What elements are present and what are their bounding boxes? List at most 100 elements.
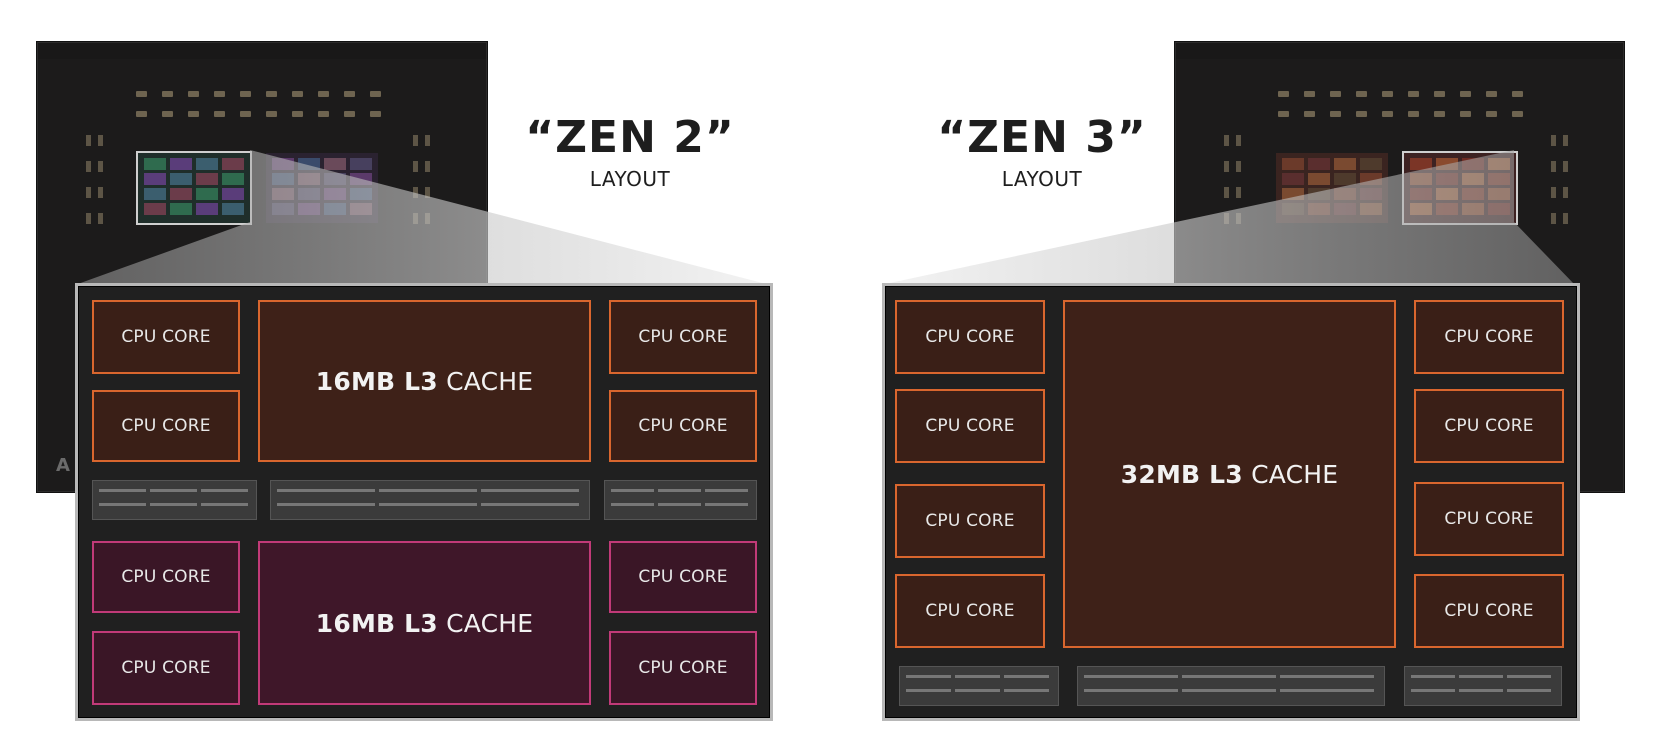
package-contact-pad bbox=[214, 111, 225, 117]
chiplet-core-texture bbox=[1360, 158, 1382, 170]
package-contact-pad bbox=[240, 91, 251, 97]
package-top-strip bbox=[38, 43, 486, 59]
package-capacitor bbox=[98, 161, 103, 172]
package-capacitor bbox=[1551, 161, 1556, 172]
cpu-core: CPU CORE bbox=[609, 390, 757, 462]
package-capacitor bbox=[1224, 187, 1229, 198]
package-contact-pad bbox=[370, 111, 381, 117]
chiplet-core-texture bbox=[1334, 173, 1356, 185]
chiplet-core-texture bbox=[1334, 158, 1356, 170]
io-texture-line bbox=[906, 675, 951, 678]
io-logic-block bbox=[604, 480, 757, 520]
cpu-core: CPU CORE bbox=[1414, 482, 1564, 556]
package-contact-pad bbox=[266, 91, 277, 97]
io-texture-line bbox=[1004, 675, 1049, 678]
io-texture-line bbox=[1182, 689, 1276, 692]
cpu-core-label: CPU CORE bbox=[925, 601, 1015, 621]
chiplet-core-texture bbox=[144, 188, 166, 200]
cpu-core-label: CPU CORE bbox=[638, 658, 728, 678]
io-texture-line bbox=[705, 489, 748, 492]
cpu-core: CPU CORE bbox=[895, 484, 1045, 558]
chiplet-core-texture bbox=[1282, 173, 1304, 185]
chiplet-core-texture bbox=[170, 188, 192, 200]
package-contact-pad bbox=[1330, 91, 1341, 97]
cpu-core-label: CPU CORE bbox=[1444, 327, 1534, 347]
package-capacitor bbox=[1236, 135, 1241, 146]
io-texture-line bbox=[906, 689, 951, 692]
cpu-core-label: CPU CORE bbox=[121, 416, 211, 436]
io-texture-line bbox=[1411, 675, 1455, 678]
package-logo-text: A bbox=[56, 455, 70, 476]
package-capacitor bbox=[1563, 187, 1568, 198]
cpu-core-label: CPU CORE bbox=[638, 416, 728, 436]
chiplet-core-texture bbox=[222, 203, 244, 215]
chiplet-core-texture bbox=[222, 158, 244, 170]
zen3-heading: “ZEN 3” LAYOUT bbox=[932, 112, 1152, 191]
package-contact-pad bbox=[1460, 111, 1471, 117]
chiplet-core-texture bbox=[324, 158, 346, 170]
package-contact-pad bbox=[1382, 91, 1393, 97]
l3-cache-label: 16MB L3 CACHE bbox=[315, 366, 534, 396]
cpu-core-label: CPU CORE bbox=[121, 327, 211, 347]
io-texture-line bbox=[150, 503, 197, 506]
package-capacitor bbox=[1236, 187, 1241, 198]
io-texture-line bbox=[955, 689, 1000, 692]
io-texture-line bbox=[1411, 689, 1455, 692]
io-texture-line bbox=[1507, 689, 1551, 692]
package-capacitor bbox=[86, 187, 91, 198]
cpu-core: CPU CORE bbox=[1414, 389, 1564, 463]
package-contact-pad bbox=[266, 111, 277, 117]
package-capacitor bbox=[1551, 187, 1556, 198]
cpu-core: CPU CORE bbox=[895, 574, 1045, 648]
zen2-highlighted-chiplet bbox=[136, 151, 252, 225]
io-texture-line bbox=[1280, 689, 1374, 692]
package-capacitor bbox=[1551, 135, 1556, 146]
package-contact-pad bbox=[1512, 111, 1523, 117]
cpu-core: CPU CORE bbox=[895, 389, 1045, 463]
package-contact-pad bbox=[188, 91, 199, 97]
l3-cache-block: 16MB L3 CACHE bbox=[258, 541, 591, 705]
package-capacitor bbox=[86, 135, 91, 146]
io-texture-line bbox=[379, 503, 477, 506]
zen3-subtitle: LAYOUT bbox=[1001, 167, 1083, 191]
cpu-core-label: CPU CORE bbox=[121, 567, 211, 587]
package-contact-pad bbox=[344, 91, 355, 97]
chiplet-core-texture bbox=[222, 173, 244, 185]
cpu-core: CPU CORE bbox=[92, 541, 240, 613]
zen3-die-diagram: CPU CORE CPU CORE CPU CORE CPU CORE 32MB… bbox=[882, 283, 1580, 721]
package-capacitor bbox=[86, 213, 91, 224]
package-capacitor bbox=[1563, 213, 1568, 224]
cpu-core: CPU CORE bbox=[609, 541, 757, 613]
chiplet-core-texture bbox=[1282, 158, 1304, 170]
cpu-core-label: CPU CORE bbox=[121, 658, 211, 678]
io-texture-line bbox=[277, 489, 375, 492]
package-contact-pad bbox=[1486, 91, 1497, 97]
chiplet-core-texture bbox=[196, 158, 218, 170]
cpu-core-label: CPU CORE bbox=[1444, 416, 1534, 436]
cpu-core-label: CPU CORE bbox=[638, 567, 728, 587]
l3-cache-label: 32MB L3 CACHE bbox=[1120, 459, 1339, 489]
cpu-core: CPU CORE bbox=[895, 300, 1045, 374]
package-contact-pad bbox=[292, 111, 303, 117]
package-capacitor bbox=[86, 161, 91, 172]
package-contact-pad bbox=[1382, 111, 1393, 117]
l3-cache-label: 16MB L3 CACHE bbox=[315, 608, 534, 638]
cpu-core: CPU CORE bbox=[92, 390, 240, 462]
io-texture-line bbox=[1459, 689, 1503, 692]
package-contact-pad bbox=[1304, 111, 1315, 117]
chiplet-core-texture bbox=[170, 158, 192, 170]
chiplet-core-texture bbox=[222, 188, 244, 200]
io-texture-line bbox=[1280, 675, 1374, 678]
package-contact-pad bbox=[162, 111, 173, 117]
package-capacitor bbox=[413, 135, 418, 146]
chiplet-core-texture bbox=[1410, 158, 1432, 170]
package-capacitor bbox=[1224, 135, 1229, 146]
package-contact-pad bbox=[1330, 111, 1341, 117]
l3-cache-block: 16MB L3 CACHE bbox=[258, 300, 591, 462]
package-contact-pad bbox=[214, 91, 225, 97]
cpu-core-label: CPU CORE bbox=[925, 416, 1015, 436]
cpu-core: CPU CORE bbox=[609, 300, 757, 374]
io-texture-line bbox=[201, 489, 248, 492]
package-capacitor bbox=[1236, 161, 1241, 172]
